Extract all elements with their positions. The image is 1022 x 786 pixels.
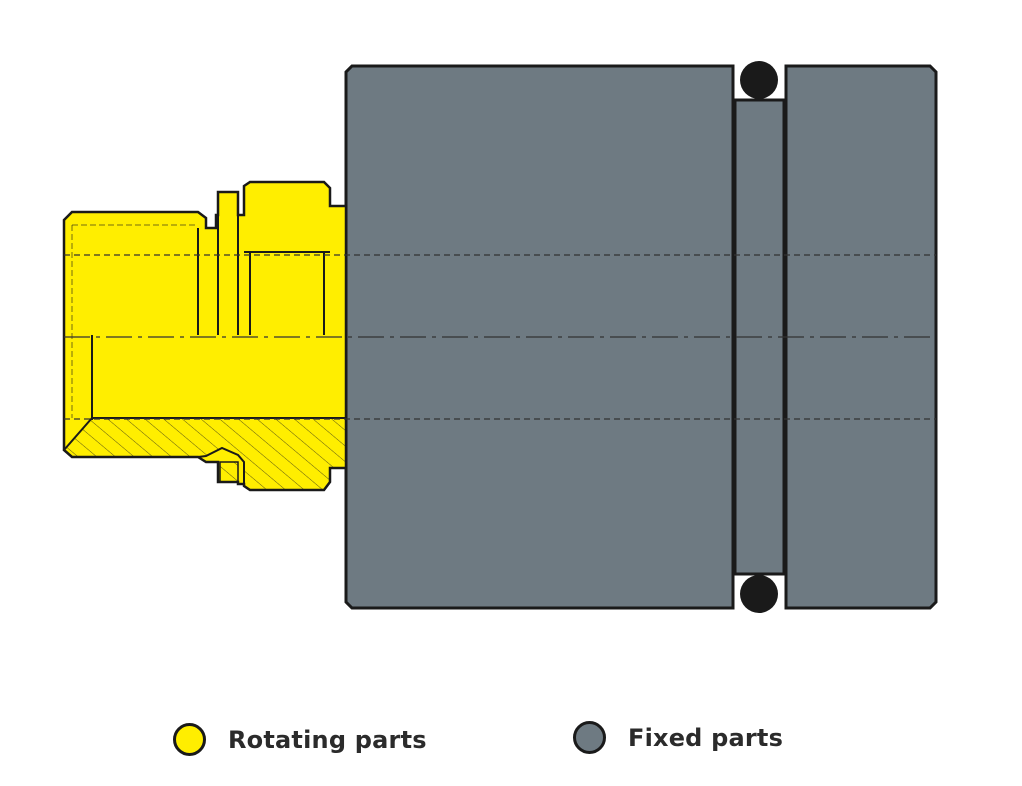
legend-label-fixed: Fixed parts bbox=[628, 723, 784, 752]
shaft-small-hatched-ring bbox=[219, 461, 239, 483]
shaft-outer-profile bbox=[62, 180, 348, 492]
rotating-shaft bbox=[62, 180, 348, 492]
o-ring-seal-bottom bbox=[740, 575, 778, 613]
legend-item-rotating-parts: Rotating parts bbox=[173, 723, 427, 756]
shaft-hatched-section bbox=[62, 417, 347, 491]
housing-end-cap bbox=[784, 64, 938, 610]
legend-label-rotating: Rotating parts bbox=[228, 725, 427, 754]
legend-item-fixed-parts: Fixed parts bbox=[573, 721, 783, 754]
legend-swatch-rotating bbox=[173, 723, 206, 756]
o-ring-seal-top bbox=[740, 61, 778, 99]
legend-swatch-fixed bbox=[573, 721, 606, 754]
